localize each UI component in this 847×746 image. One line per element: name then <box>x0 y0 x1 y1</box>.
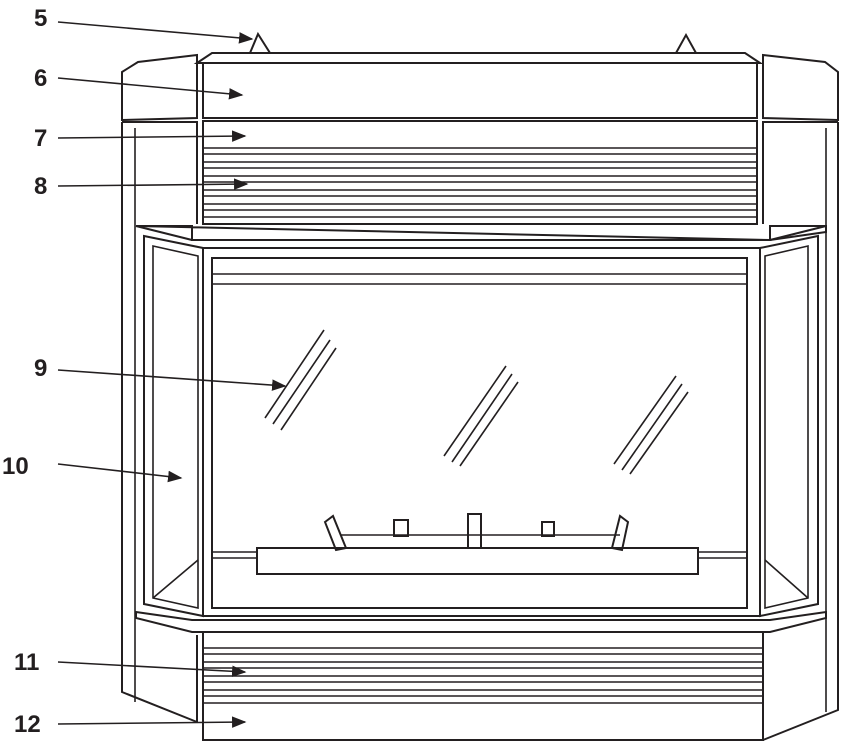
callout-10: 10 <box>2 453 29 480</box>
leader-9 <box>57 369 287 391</box>
leader-12 <box>57 716 247 728</box>
callout-7: 7 <box>34 125 47 152</box>
glass-reflection <box>264 329 689 475</box>
leader-7 <box>57 130 247 142</box>
callout-6: 6 <box>34 65 47 92</box>
bay-frame <box>135 225 827 633</box>
leader-6 <box>57 77 244 100</box>
top-cap <box>121 31 839 122</box>
leader-8 <box>57 178 249 190</box>
callout-9: 9 <box>34 355 47 382</box>
callout-8: 8 <box>34 173 47 200</box>
leader-10 <box>57 463 183 483</box>
log-set <box>212 513 747 575</box>
upper-louver <box>202 120 758 225</box>
callout-12: 12 <box>14 711 41 738</box>
lower-louver <box>202 631 764 741</box>
callout-11: 11 <box>14 649 39 676</box>
callout-5: 5 <box>34 5 47 32</box>
callout-labels: 5 6 7 8 9 10 11 12 <box>2 5 47 738</box>
leader-lines <box>57 21 287 728</box>
leader-11 <box>57 661 247 678</box>
leader-5 <box>57 21 254 44</box>
